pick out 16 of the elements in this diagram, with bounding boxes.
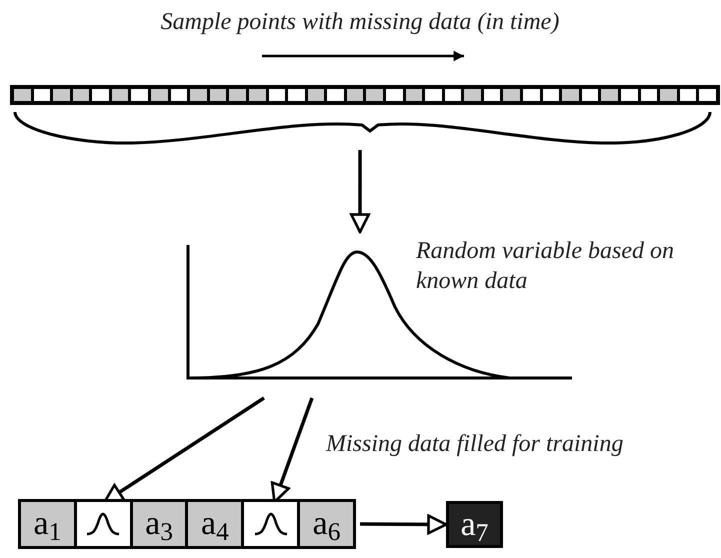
- arrow: [350, 150, 370, 234]
- value-cell: [132, 502, 188, 546]
- predicted-value-box: [446, 501, 503, 548]
- cell-label: a$_{1}$: [33, 507, 62, 541]
- cell-label: a$_{3}$: [145, 507, 173, 541]
- title: Sample points with missing data (in time): [160, 8, 560, 37]
- sequence-row: [18, 499, 356, 549]
- annotation: Missing data filled for training: [326, 430, 624, 459]
- value-cell: [21, 502, 77, 546]
- value-cell: [188, 502, 244, 546]
- cell-label: a$_{6}$: [312, 507, 340, 541]
- cell-label: a$_{7}$: [460, 508, 488, 542]
- annotation: Random variable based on known data: [416, 237, 675, 296]
- cell-label: a$_{4}$: [200, 507, 229, 541]
- value-cell: [300, 502, 353, 546]
- arrow: [360, 514, 448, 534]
